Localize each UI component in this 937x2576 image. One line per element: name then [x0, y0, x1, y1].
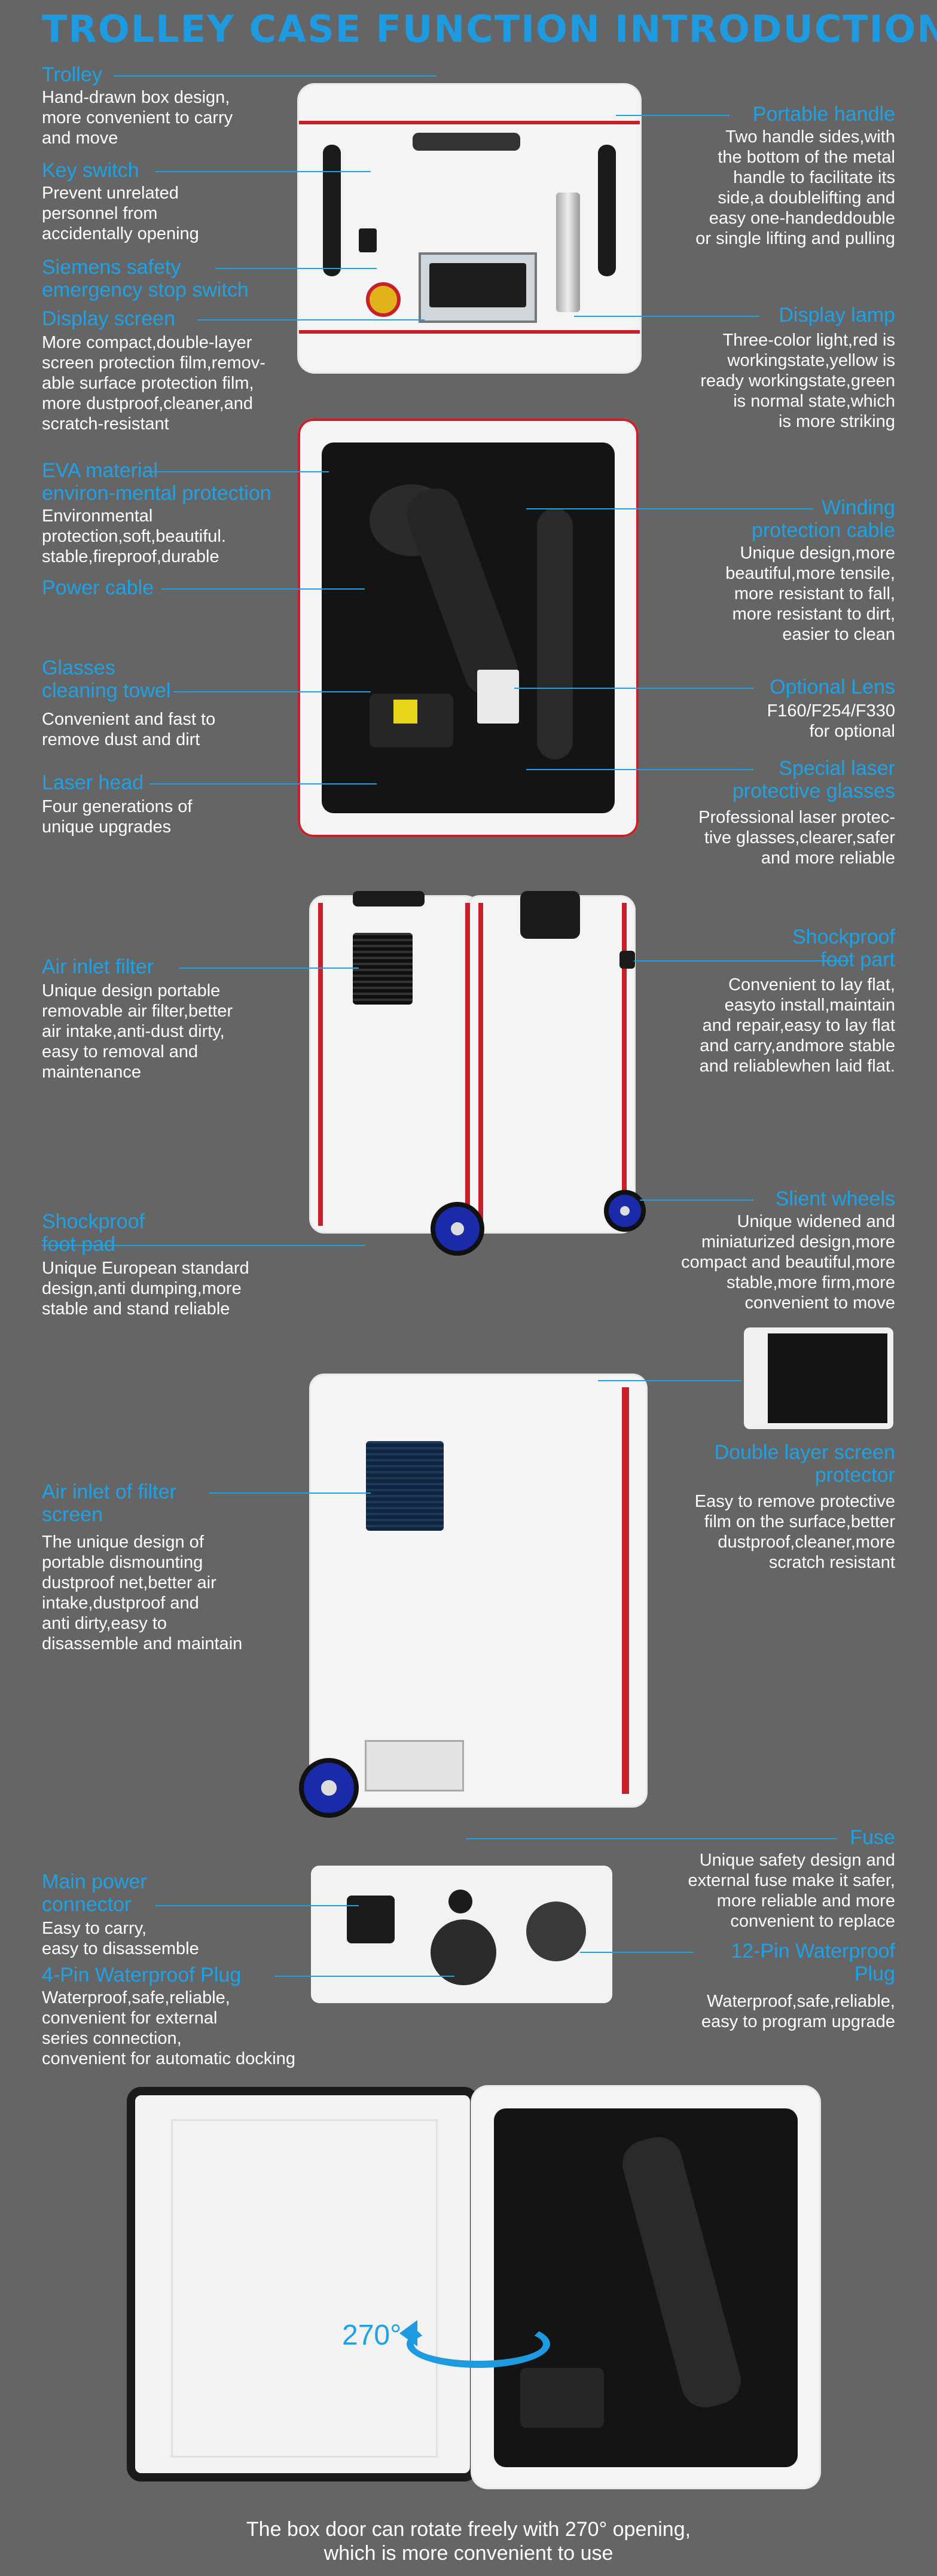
fuse-icon — [448, 1890, 472, 1913]
four-pin-desc: Waterproof,safe,reliable,convenient for … — [42, 1988, 295, 2068]
connector-closeup-image — [311, 1866, 612, 2003]
caption-line-2: which is more convenient to use — [323, 2542, 614, 2565]
rotate-arrow-icon — [407, 2320, 550, 2368]
special-glasses-desc: Professional laser protec-tive glasses,c… — [698, 808, 895, 868]
key-switch-icon — [359, 228, 377, 252]
front-panel-image — [299, 85, 640, 372]
twelve-pin-plug-icon — [526, 1902, 586, 1961]
emergency-stop-icon — [366, 282, 401, 317]
portable-handle-label: Portable handle — [752, 103, 895, 126]
display-lamp-icon — [556, 193, 580, 312]
trolley-handle-icon — [353, 891, 425, 907]
laser-head-label: Laser head — [42, 771, 144, 794]
foot-part-desc: Convenient to lay flat,easyto install,ma… — [699, 975, 895, 1076]
wheel-icon — [431, 1202, 484, 1256]
handle-block-icon — [520, 891, 580, 939]
four-pin-label: 4-Pin Waterproof Plug — [42, 1964, 242, 1986]
trolley-label: Trolley — [42, 63, 102, 86]
fuse-label: Fuse — [850, 1826, 895, 1849]
wheel-icon — [299, 1758, 359, 1818]
rear-view-image — [299, 1351, 646, 1842]
arrow-head-icon — [399, 2320, 417, 2346]
four-pin-plug-icon — [431, 1919, 496, 1985]
main-power-desc: Easy to carry,easy to disassemble — [42, 1919, 199, 1958]
lens-box-icon — [477, 670, 519, 724]
key-switch-label: Key switch — [42, 159, 139, 182]
foot-part-icon — [619, 951, 635, 969]
trolley-desc: Hand-drawn box design,more convenient to… — [42, 88, 233, 148]
side-handle-icon — [598, 145, 616, 276]
open-door-image — [127, 2087, 478, 2482]
air-filter-icon — [353, 933, 413, 1005]
power-cable-label: Power cable — [42, 576, 154, 599]
air-inlet-filter-label: Air inlet filter — [42, 956, 154, 978]
optional-lens-label: Optional Lens — [770, 676, 895, 698]
side-view-image — [305, 891, 646, 1256]
open-body-image — [472, 2087, 819, 2488]
page-title: TROLLEY CASE FUNCTION INTRODUCTION — [42, 7, 937, 51]
connector-panel-icon — [365, 1740, 464, 1791]
side-handle-icon — [323, 145, 341, 276]
air-inlet-screen-icon — [366, 1441, 444, 1531]
display-screen-label: Display screen — [42, 307, 175, 330]
glasses-box-icon — [370, 694, 453, 747]
rotation-angle-label: 270° — [342, 2319, 402, 2351]
winding-cable-icon — [537, 508, 573, 759]
silent-wheels-label: Slient wheels — [775, 1188, 895, 1210]
wheel-icon — [604, 1190, 646, 1232]
caption-line-1: The box door can rotate freely with 270°… — [246, 2518, 691, 2541]
twelve-pin-desc: Waterproof,safe,reliable,easy to program… — [701, 1992, 895, 2031]
display-lamp-label: Display lamp — [779, 304, 895, 326]
main-power-connector-icon — [347, 1896, 395, 1943]
trolley-handle-icon — [413, 133, 520, 151]
interior-image — [298, 419, 639, 837]
screen-protector-image — [744, 1327, 893, 1429]
display-screen-icon — [419, 252, 537, 323]
